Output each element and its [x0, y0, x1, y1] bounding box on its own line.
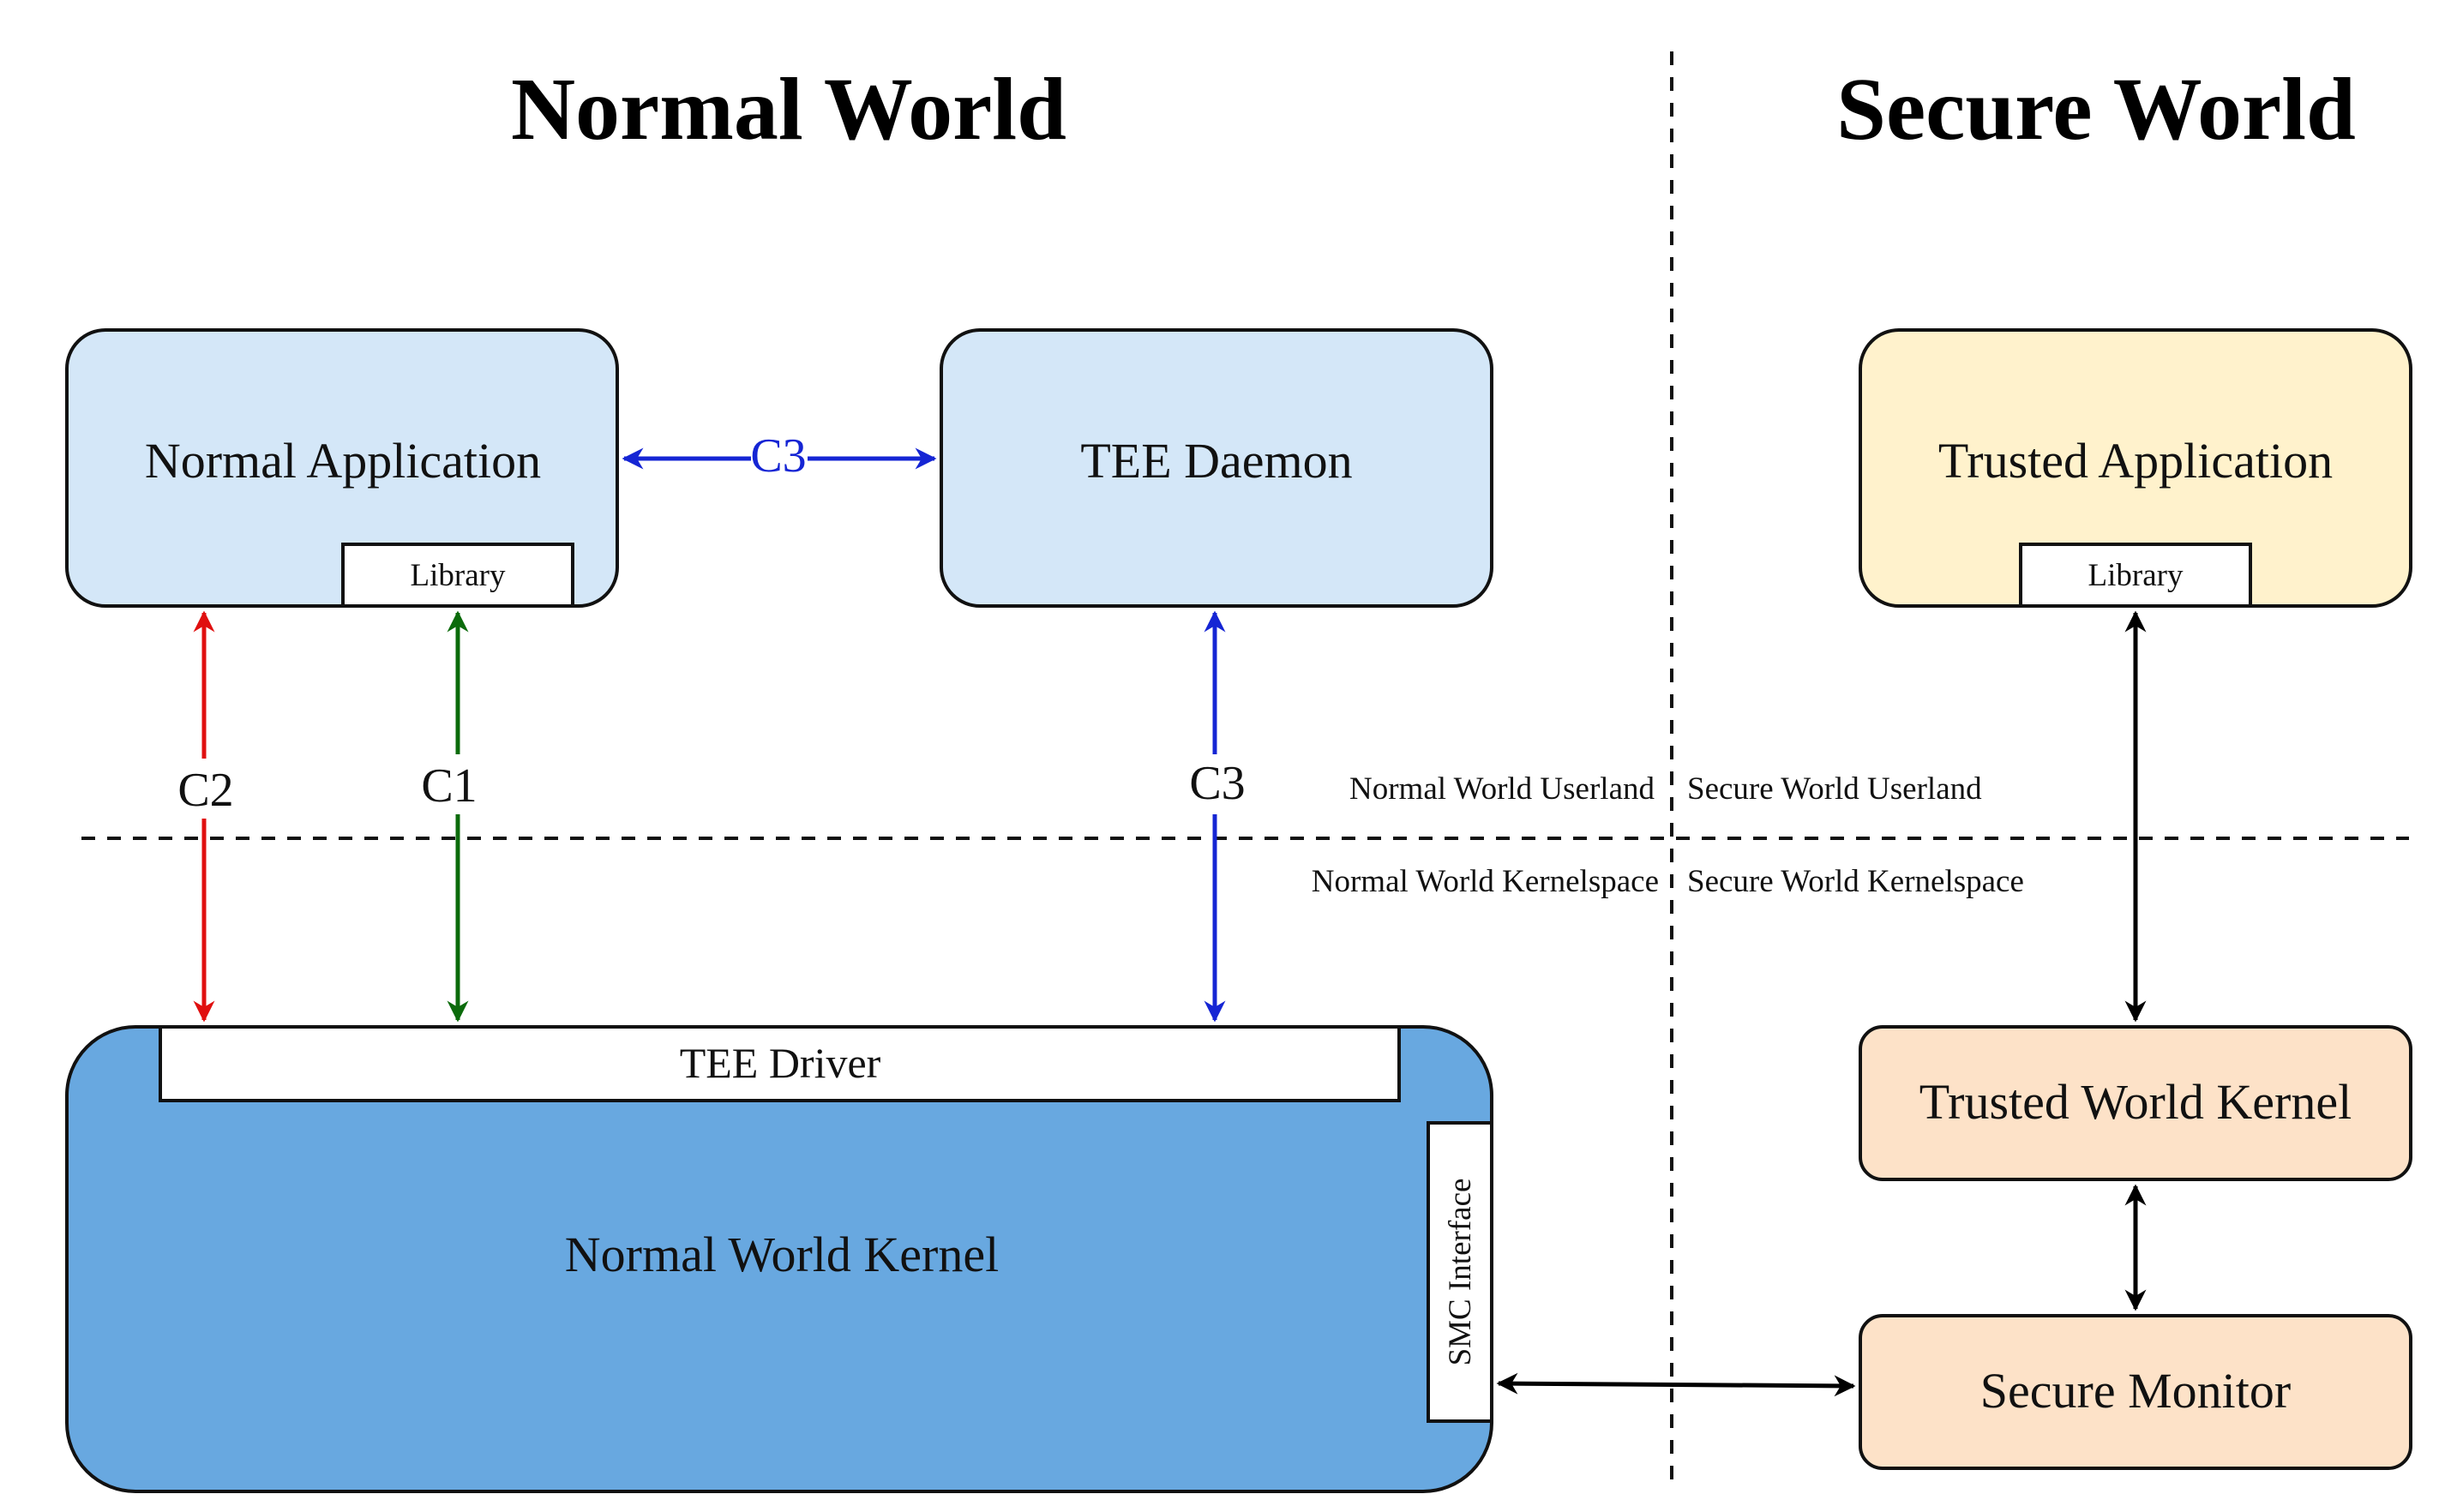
normal-app-library-box: [341, 543, 574, 608]
normal-world-kernel-box: Normal World Kernel TEE Driver SMC Inter…: [65, 1025, 1493, 1493]
normal-userland-label: Normal World Userland: [1349, 771, 1655, 807]
tee-daemon-box: TEE Daemon: [940, 328, 1493, 608]
secure-monitor-box: Secure Monitor: [1859, 1314, 2412, 1470]
secure-monitor-label: Secure Monitor: [1980, 1363, 2291, 1419]
trusted-app-library-box: [2019, 543, 2252, 608]
trusted-application-box: Trusted Application Library: [1859, 328, 2412, 608]
c3-right-label: C3: [1189, 757, 1245, 810]
normal-app-library-label: Library: [411, 558, 506, 593]
normal-kernelspace-label: Normal World Kernelspace: [1312, 864, 1659, 899]
secure-kernelspace-label: Secure World Kernelspace: [1687, 864, 2024, 899]
smc-interface-box: [1427, 1121, 1493, 1423]
tee-driver-box: [159, 1025, 1401, 1102]
secure-userland-label: Secure World Userland: [1687, 771, 1982, 807]
c1-label-bg: [425, 754, 490, 814]
trusted-app-library-label: Library: [2088, 558, 2184, 593]
smc-interface-label: SMC Interface: [1443, 1179, 1478, 1366]
normal-world-title: Normal World: [511, 60, 1066, 159]
tee-driver-label: TEE Driver: [680, 1039, 881, 1087]
c3-right-label-bg: [1181, 754, 1248, 814]
c1-label: C1: [421, 759, 477, 813]
trusted-world-kernel-box: Trusted World Kernel: [1859, 1025, 2412, 1181]
c2-label: C2: [177, 764, 233, 817]
c3-top-label: C3: [750, 429, 806, 483]
trusted-application-label: Trusted Application: [1938, 433, 2333, 489]
secure-world-title: Secure World: [1836, 60, 2356, 159]
c3-top-label-bg: [751, 433, 808, 483]
trusted-world-kernel-label: Trusted World Kernel: [1919, 1074, 2352, 1130]
smc-monitor-arrow: [1496, 1372, 1856, 1397]
tee-daemon-label: TEE Daemon: [1080, 433, 1352, 489]
normal-application-label: Normal Application: [145, 433, 541, 489]
normal-application-box: Normal Application Library: [65, 328, 619, 608]
normal-world-kernel-label: Normal World Kernel: [565, 1227, 999, 1282]
c2-label-bg: [171, 759, 237, 819]
